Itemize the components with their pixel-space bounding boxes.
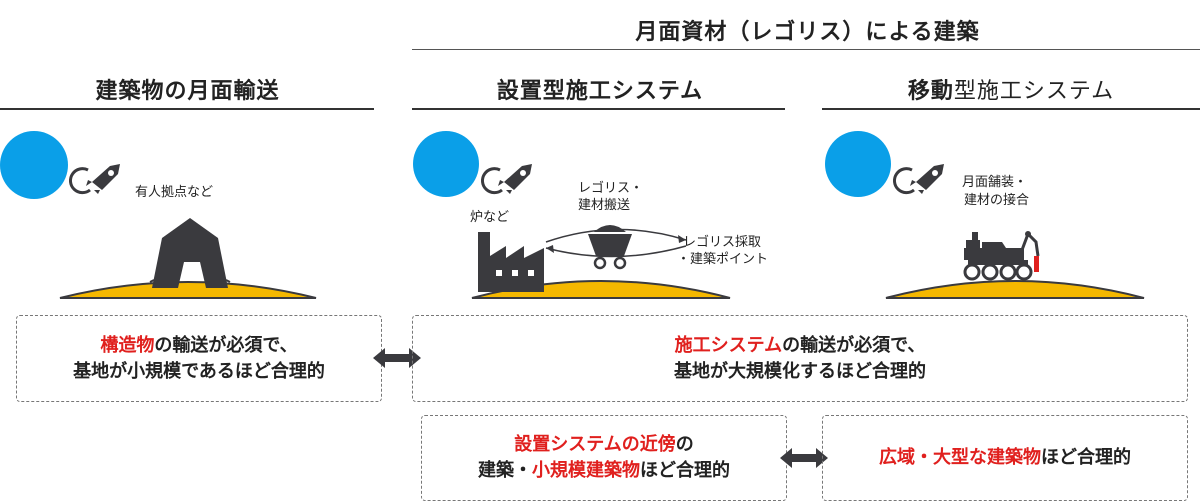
box-2-line-1: 施工システムの輸送が必須で、 bbox=[675, 333, 926, 359]
rover-icon bbox=[963, 231, 1040, 281]
box-1-line-1-rest: の輸送が必須で、 bbox=[154, 334, 298, 356]
box-2-line-1-rest: の輸送が必須で、 bbox=[782, 334, 926, 356]
mine-cart-icon bbox=[588, 225, 632, 270]
moon-surface-1 bbox=[59, 281, 317, 299]
label-furnace: 炉など bbox=[470, 210, 510, 225]
column-rule-mobile-system bbox=[822, 108, 1200, 110]
column-title-mobile-bold: 移動 bbox=[907, 79, 954, 104]
earth-icon-1 bbox=[0, 131, 68, 199]
label-regolith-transport-2: 建材搬送 bbox=[578, 198, 631, 213]
double-arrow-2 bbox=[780, 448, 828, 468]
box-1-line-1: 構造物の輸送が必須で、 bbox=[100, 333, 297, 359]
column-title-fixed-system: 設置型施工システム bbox=[496, 79, 704, 104]
box-3-line-2-a: 建築・ bbox=[478, 460, 532, 481]
box-3-line-1-red: 設置システムの近傍 bbox=[514, 434, 676, 455]
label-regolith-transport-1: レゴリス・ bbox=[578, 181, 644, 196]
box-3-line-2-red: 小規模建築物 bbox=[532, 460, 640, 481]
top-title-rule bbox=[412, 49, 1200, 50]
box-2-line-1-red: 施工システム bbox=[674, 334, 783, 356]
box-3-line-2-rest: ほど合理的 bbox=[640, 460, 730, 481]
column-title-transport: 建築物の月面輸送 bbox=[95, 79, 280, 104]
habitat-tent-icon bbox=[149, 218, 231, 288]
box-3-line-1-rest: の bbox=[675, 434, 694, 455]
earth-icon-3 bbox=[825, 131, 891, 197]
box-1-line-2: 基地が小規模であるほど合理的 bbox=[73, 360, 325, 382]
box-4-line-1-rest: ほど合理的 bbox=[1041, 447, 1131, 468]
label-regolith-mining-2: ・建築ポイント bbox=[677, 252, 769, 267]
rocket-icon-2 bbox=[481, 164, 532, 195]
factory-icon bbox=[478, 232, 544, 292]
column-title-mobile-rest: 型施工システム bbox=[953, 79, 1115, 104]
earth-icon-2 bbox=[413, 131, 479, 197]
box-fixed-system-nearby: 設置システムの近傍の 建築・小規模建築物ほど合理的 bbox=[421, 415, 787, 501]
rocket-icon-1 bbox=[69, 164, 120, 195]
box-3-line-2: 建築・小規模建築物ほど合理的 bbox=[478, 458, 730, 484]
box-3-line-1: 設置システムの近傍の bbox=[514, 432, 693, 458]
label-regolith-mining-1: レゴリス採取 bbox=[683, 235, 762, 250]
column-rule-fixed-system bbox=[412, 108, 785, 110]
box-2-line-2: 基地が大規模化するほど合理的 bbox=[674, 360, 926, 382]
box-transport-structures: 構造物の輸送が必須で、 基地が小規模であるほど合理的 bbox=[16, 315, 382, 402]
top-title: 月面資材（レゴリス）による建築 bbox=[635, 20, 980, 45]
box-1-line-1-red: 構造物 bbox=[100, 334, 155, 356]
column-title-mobile-system: 移動型施工システム bbox=[822, 73, 1200, 105]
moon-surface-3 bbox=[885, 280, 1145, 299]
box-4-line-1: 広域・大型な建築物ほど合理的 bbox=[879, 445, 1131, 471]
rocket-icon-3 bbox=[893, 164, 944, 195]
column-rule-transport bbox=[0, 108, 374, 110]
double-arrow-1 bbox=[373, 348, 421, 368]
box-transport-systems: 施工システムの輸送が必須で、 基地が大規模化するほど合理的 bbox=[412, 315, 1188, 402]
box-4-line-1-red: 広域・大型な建築物 bbox=[879, 447, 1041, 468]
box-wide-area-large: 広域・大型な建築物ほど合理的 bbox=[822, 415, 1188, 501]
label-paving-1: 月面舗装・ bbox=[962, 175, 1028, 190]
label-habitat: 有人拠点など bbox=[135, 185, 214, 200]
label-paving-2: 建材の接合 bbox=[964, 193, 1030, 208]
